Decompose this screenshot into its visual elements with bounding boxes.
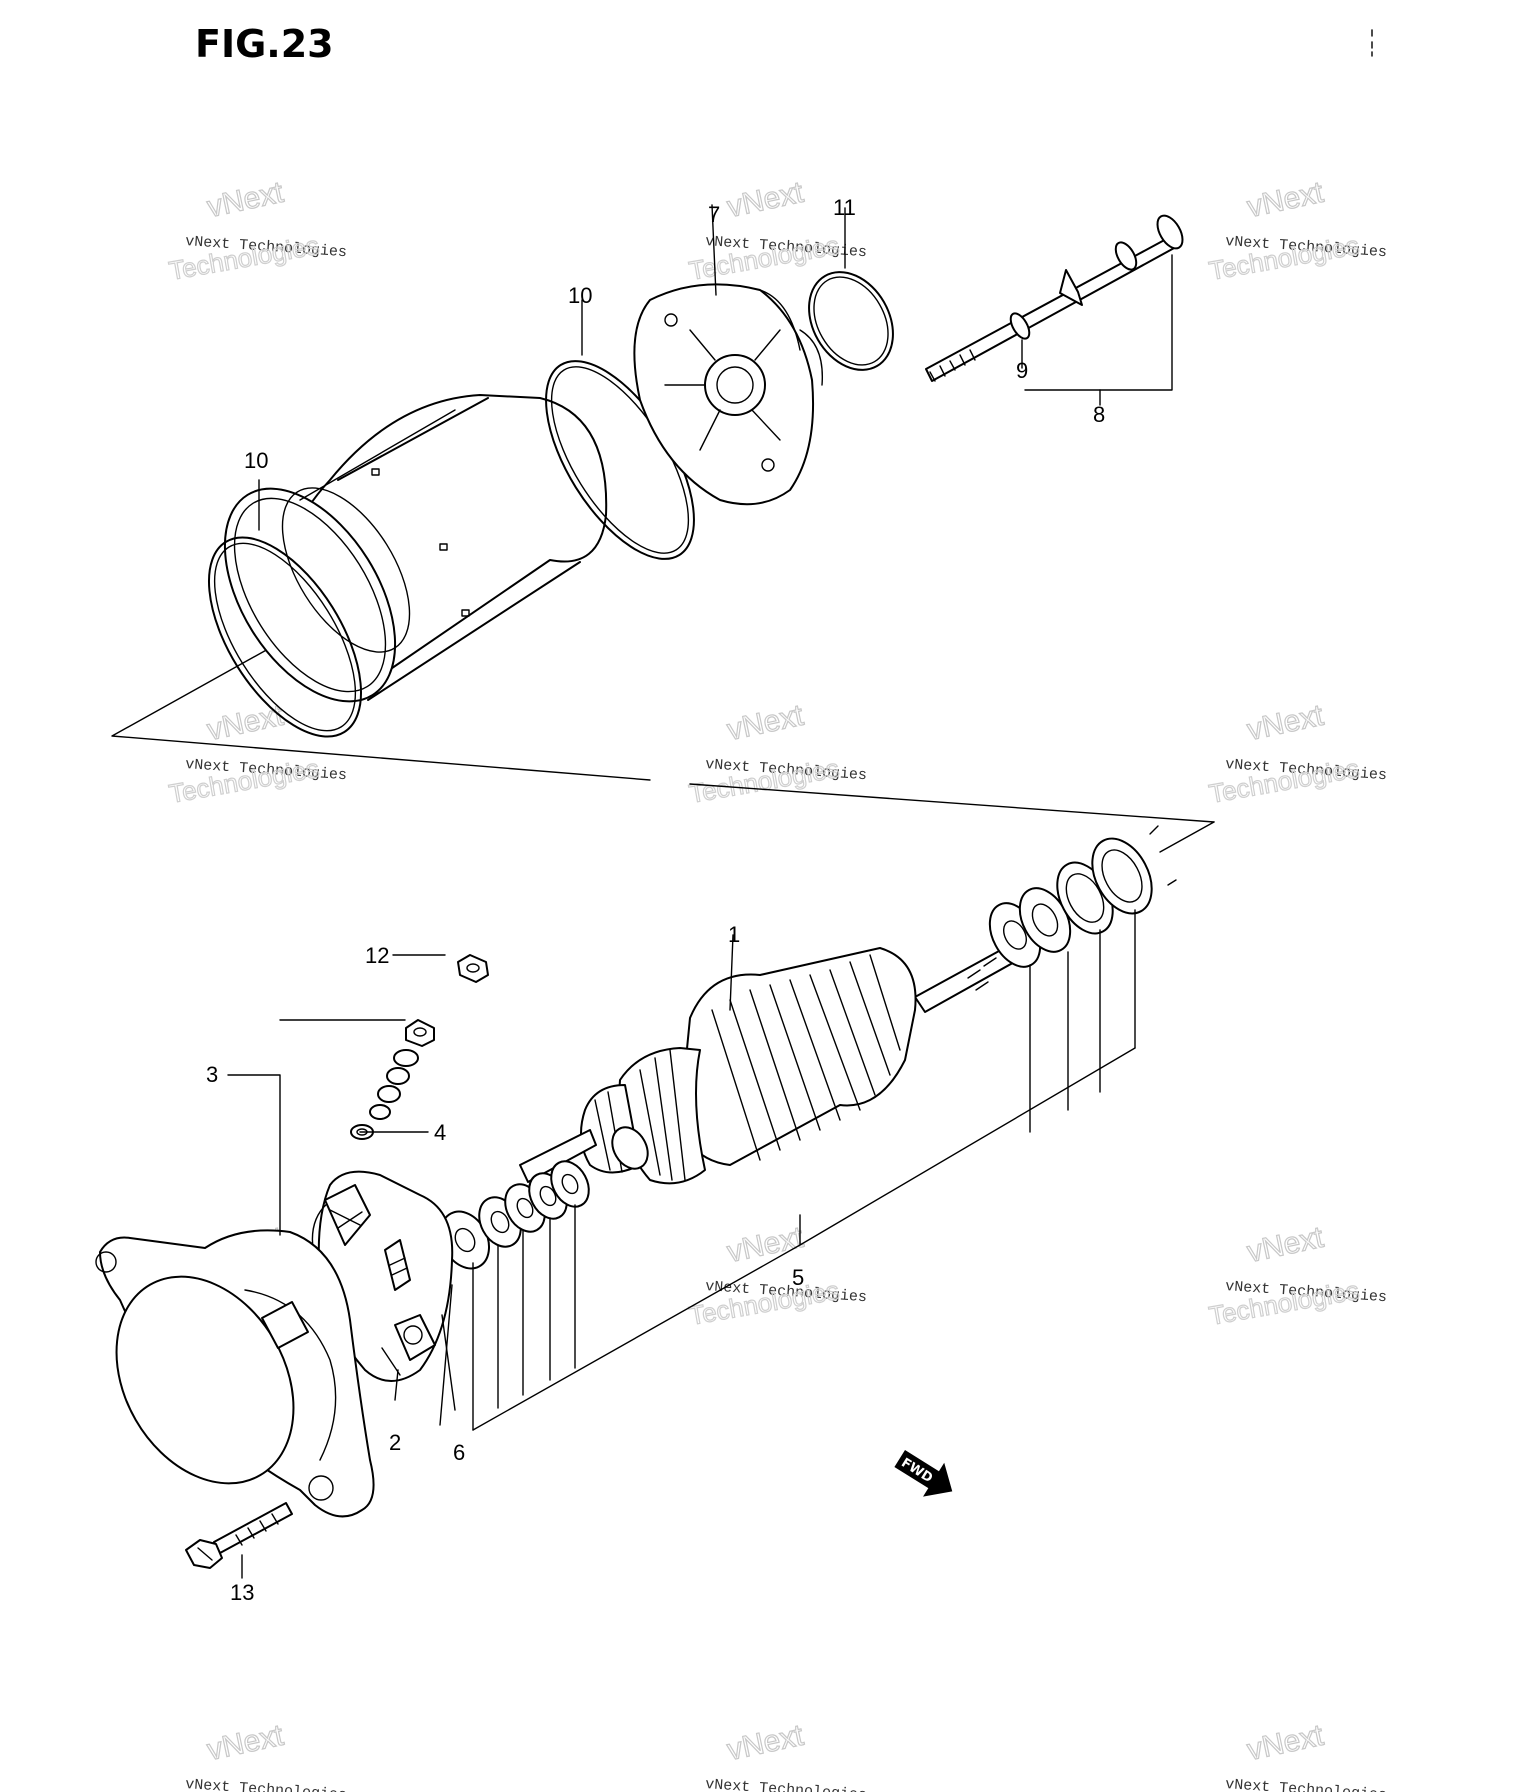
watermark-text: vNext Technologies xyxy=(185,1776,348,1792)
callout-labels: 1 2 3 4 5 6 7 8 9 10 10 11 12 13 xyxy=(206,195,1105,1605)
watermark-logo-text: vNext xyxy=(724,176,807,224)
watermark: vNext vNext Technologies Technologies xyxy=(686,1220,867,1331)
rear-end-cover xyxy=(633,283,824,506)
watermark: vNext vNext Technologies Technologies xyxy=(686,698,867,809)
callout-5: 5 xyxy=(792,1265,804,1290)
yoke-slot xyxy=(371,468,380,476)
watermark-logo-text: vNext xyxy=(1244,699,1327,747)
bolt-13 xyxy=(185,1502,293,1569)
callout-7: 7 xyxy=(708,202,720,227)
front-end-cover xyxy=(95,1229,375,1518)
callout-12: 12 xyxy=(365,943,389,968)
callout-3: 3 xyxy=(206,1062,218,1087)
callout-8: 8 xyxy=(1093,402,1105,427)
watermark-logo-text: vNext xyxy=(1244,176,1327,224)
watermark-logo-text: vNext xyxy=(1244,1221,1327,1269)
watermark-logo-text: vNext xyxy=(724,1719,807,1767)
callout-2: 2 xyxy=(389,1430,401,1455)
callout-11: 11 xyxy=(833,195,856,220)
watermark: vNext vNext Technologies Technologies xyxy=(166,698,347,809)
o-ring-front xyxy=(207,536,363,738)
washer-set-rear xyxy=(988,825,1177,968)
yoke-slot xyxy=(461,609,470,617)
brush-holder xyxy=(311,1170,454,1382)
through-bolt xyxy=(925,214,1184,382)
callout-4: 4 xyxy=(434,1120,446,1145)
watermark-logo-text: vNext xyxy=(1244,1719,1327,1767)
terminal-stack xyxy=(350,954,489,1140)
washer-set-front xyxy=(440,1160,590,1270)
watermark-logo-text: vNext xyxy=(204,176,287,224)
watermark-logo-text: vNext xyxy=(204,699,287,747)
callout-1: 1 xyxy=(728,922,740,947)
fwd-arrow-icon: FWD xyxy=(894,1450,953,1497)
watermark-logo-text: vNext xyxy=(724,699,807,747)
watermark: vNext vNext Technologies Technologies xyxy=(686,175,867,286)
callout-10-rear: 10 xyxy=(568,283,592,308)
figure-title: FIG.23 xyxy=(195,22,334,66)
armature xyxy=(519,944,1019,1185)
watermark: vNext vNext Technologies Technologies xyxy=(1206,698,1387,809)
watermark: vNext vNext Technologies xyxy=(185,1718,348,1792)
watermark: vNext vNext Technologies xyxy=(1225,1718,1388,1792)
watermark: vNext vNext Technologies Technologies xyxy=(1206,175,1387,286)
watermark-logo-text: vNext xyxy=(204,1719,287,1767)
yoke-slot xyxy=(439,543,448,551)
watermark: vNext vNext Technologies xyxy=(705,1718,868,1792)
watermark: vNext vNext Technologies Technologies xyxy=(1206,1220,1387,1331)
yoke-housing xyxy=(223,394,608,703)
leader-lines xyxy=(227,204,1173,1579)
watermark: vNext vNext Technologies Technologies xyxy=(166,175,347,286)
callout-6: 6 xyxy=(453,1440,465,1465)
watermark-text: vNext Technologies xyxy=(1225,1776,1388,1792)
callout-9: 9 xyxy=(1016,358,1028,383)
watermark-logo-text: vNext xyxy=(724,1221,807,1269)
o-ring-11 xyxy=(808,271,894,371)
watermark-text: vNext Technologies xyxy=(705,1776,868,1792)
callout-10-front: 10 xyxy=(244,448,268,473)
explosion-guide-lines xyxy=(111,647,1215,853)
callout-13: 13 xyxy=(230,1580,254,1605)
